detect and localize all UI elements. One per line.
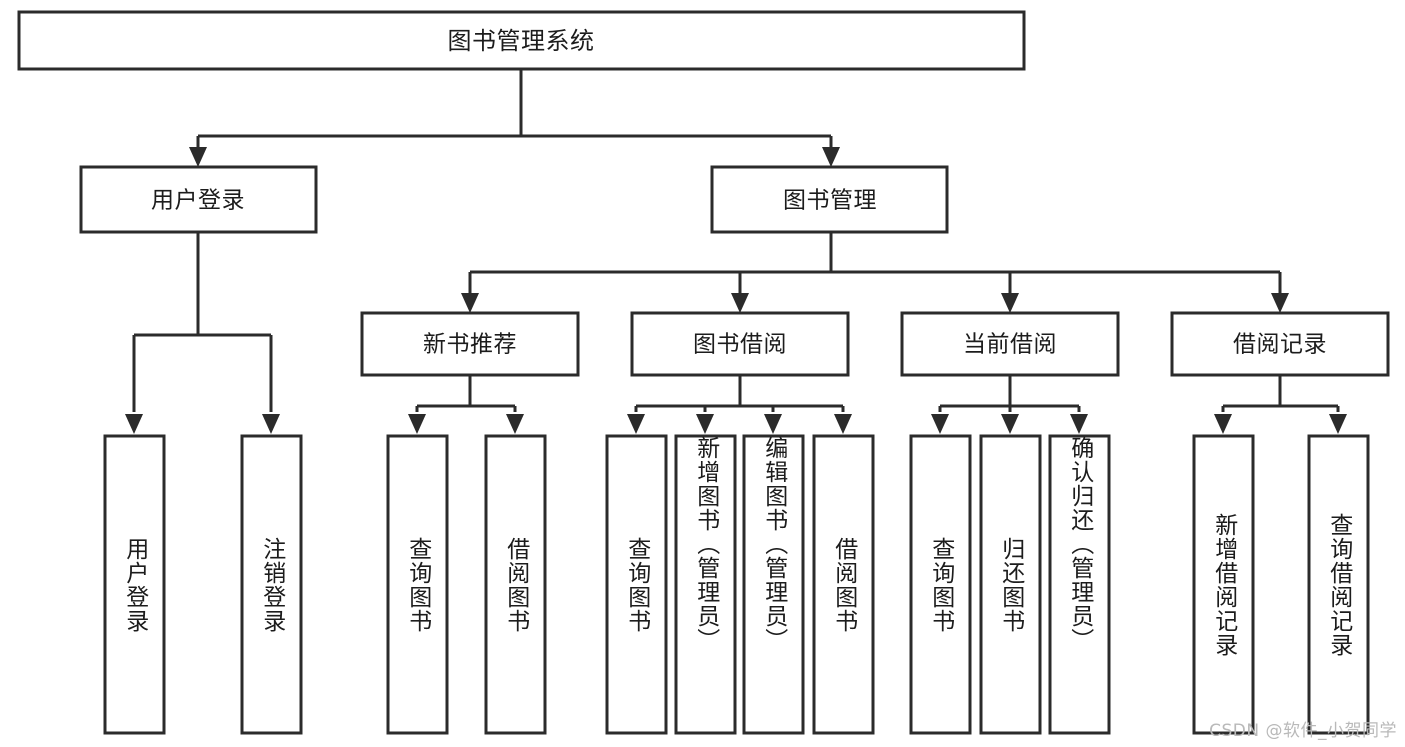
node-book-management-label: 图书管理 bbox=[783, 188, 877, 214]
node-root[interactable]: 图书管理系统 bbox=[17, 10, 1026, 71]
connector-bookmgmt-to-level3 bbox=[461, 232, 1289, 313]
node-current-borrow[interactable]: 当前借阅 bbox=[900, 311, 1120, 377]
leaf-box-borrow-record-0[interactable] bbox=[1192, 434, 1255, 735]
connector-borrowrecord-to-leaves bbox=[1214, 375, 1347, 434]
node-book-borrow-label: 图书借阅 bbox=[693, 332, 787, 358]
leaf-box-book-borrow-1[interactable] bbox=[674, 434, 737, 735]
leaf-box-current-borrow-0[interactable] bbox=[909, 434, 972, 735]
leaf-box-new-book-0[interactable] bbox=[386, 434, 449, 735]
leaf-box-new-book-1[interactable] bbox=[484, 434, 547, 735]
node-user-login[interactable]: 用户登录 bbox=[79, 165, 318, 234]
leaf-box-current-borrow-2[interactable] bbox=[1048, 434, 1111, 735]
node-root-label: 图书管理系统 bbox=[448, 27, 595, 55]
node-book-borrow[interactable]: 图书借阅 bbox=[630, 311, 850, 377]
connector-root-to-level2 bbox=[189, 69, 840, 167]
leaf-box-book-borrow-2[interactable] bbox=[742, 434, 805, 735]
csdn-watermark: CSDN @软件_小贺同学 bbox=[1209, 721, 1397, 741]
connector-currentborrow-to-leaves bbox=[931, 375, 1088, 434]
leaf-box-book-borrow-3[interactable] bbox=[812, 434, 875, 735]
leaf-box-user-login-0[interactable] bbox=[103, 434, 166, 735]
node-borrow-record[interactable]: 借阅记录 bbox=[1170, 311, 1390, 377]
leaf-box-book-borrow-0[interactable] bbox=[605, 434, 668, 735]
connector-userlogin-to-leaves bbox=[125, 232, 280, 434]
node-book-management[interactable]: 图书管理 bbox=[710, 165, 949, 234]
leaf-box-borrow-record-1[interactable] bbox=[1307, 434, 1370, 735]
node-new-book-recommend-label: 新书推荐 bbox=[423, 332, 517, 358]
node-user-login-label: 用户登录 bbox=[151, 188, 245, 214]
node-borrow-record-label: 借阅记录 bbox=[1233, 332, 1327, 358]
connector-newbook-to-leaves bbox=[408, 375, 524, 434]
connector-bookborrow-to-leaves bbox=[627, 375, 852, 434]
leaf-box-user-login-1[interactable] bbox=[240, 434, 303, 735]
leaf-box-current-borrow-1[interactable] bbox=[979, 434, 1042, 735]
node-new-book-recommend[interactable]: 新书推荐 bbox=[360, 311, 580, 377]
node-current-borrow-label: 当前借阅 bbox=[963, 332, 1057, 358]
